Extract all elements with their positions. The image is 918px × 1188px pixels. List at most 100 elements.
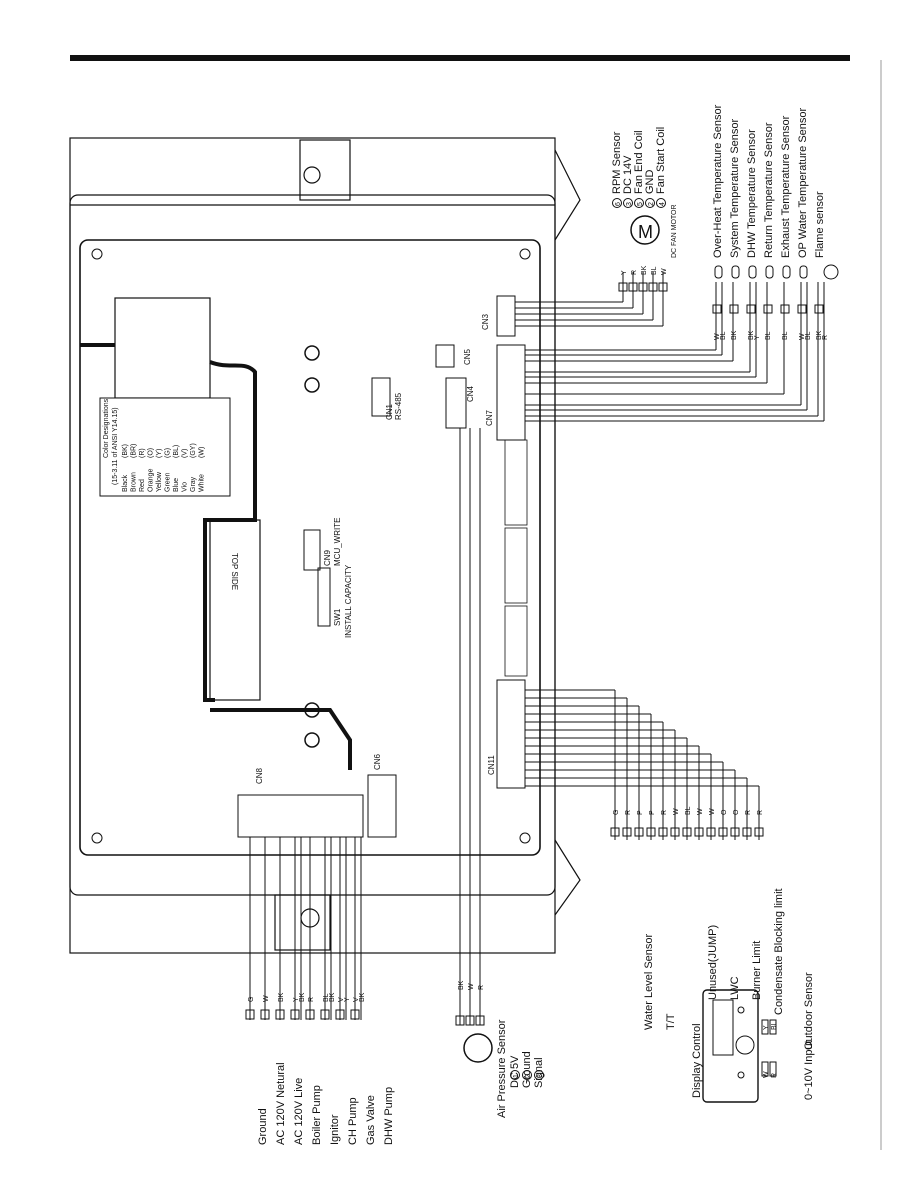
sensor-wire-color: BL [782, 331, 789, 340]
wire-terminal [814, 304, 824, 314]
sensor-label: Over-Heat Temperature Sensor [712, 104, 724, 258]
sensor-wire-color: BL [805, 331, 812, 340]
wire-terminal [658, 282, 668, 292]
load-label: Ignitor [329, 1114, 341, 1145]
device-label: LWC [729, 976, 741, 1000]
wire-terminal [648, 282, 658, 292]
wire-terminal [628, 282, 638, 292]
display-wire-color: W [763, 1071, 770, 1078]
wire-terminal [260, 1009, 270, 1020]
sensor-wire-color: BK [731, 330, 738, 340]
load-wire-color: BK [359, 992, 366, 1002]
sensor-wire-color: BL [765, 331, 772, 340]
load-label: Ground [257, 1108, 269, 1145]
wire-terminal [610, 827, 620, 837]
cn5-label: CN5 [463, 348, 472, 365]
wire-terminal [682, 827, 692, 837]
wire-terminal [245, 1009, 255, 1020]
thermistor-icon [799, 265, 808, 279]
wire-terminal [797, 304, 807, 314]
thermistor-icon [765, 265, 774, 279]
fan-motor-letter: M [638, 222, 653, 242]
board-hole [304, 702, 320, 718]
color-legend-name: Black [122, 474, 129, 492]
color-legend-title: Color Designations [103, 398, 110, 458]
wire-terminal [622, 827, 632, 837]
mount-hole [519, 248, 531, 260]
wire-terminal [618, 282, 628, 292]
color-legend-name: Green [165, 472, 172, 492]
color-legend-code: (Y) [156, 449, 163, 458]
device-wire-color: W [709, 808, 716, 815]
wire-terminal [290, 1009, 300, 1020]
cn8-label: CN9 [323, 549, 332, 566]
device-wire-color: P [637, 810, 644, 815]
wire-terminal [718, 827, 728, 837]
wire-terminal [455, 1015, 465, 1026]
cn9-connector [237, 794, 364, 838]
cn4-connector [496, 295, 516, 337]
display-button-icon [737, 1071, 745, 1079]
cn8-connector [303, 529, 321, 571]
color-legend-name: Blue [173, 478, 180, 492]
device-wire-color: O [733, 809, 740, 815]
display-screen-icon [712, 999, 734, 1056]
color-legend-code: (BL) [173, 445, 180, 458]
load-wire-color: BK [329, 992, 336, 1002]
analog-input-label: 0~10V Input [803, 1040, 815, 1100]
device-wire-color: G [613, 810, 620, 815]
cn4-label: CN3 [481, 313, 490, 330]
display-wire-color: Y [763, 1025, 770, 1030]
wire-terminal [780, 304, 790, 314]
color-legend-code: (W) [199, 447, 206, 458]
sensor-wire-color: R [822, 335, 829, 340]
wire-terminal [694, 827, 704, 837]
color-legend-code: (G) [165, 448, 172, 458]
mount-hole [91, 248, 103, 260]
load-wire-color: V [338, 997, 345, 1002]
housing-outline [69, 137, 581, 954]
color-legend-name: Gray [190, 476, 197, 492]
fan-wire-color: BL [651, 266, 658, 275]
sensor-label: System Temperature Sensor [729, 118, 741, 258]
fan-wire-color: Y [621, 270, 628, 275]
air-pin-label: Signal [533, 1057, 545, 1088]
fan-legend-label: Fan End Coil [633, 130, 645, 194]
top-side-label: TOP SIDE [230, 553, 239, 590]
wire-terminal [320, 1009, 330, 1020]
mcu-write-label: MCU_WRITE [333, 518, 342, 566]
fan-pin-number: 4 [659, 202, 666, 206]
display-wire-color: BL [771, 1021, 778, 1030]
load-wire-color: BK [278, 992, 285, 1002]
board-hole [304, 377, 320, 393]
thermistor-icon [714, 265, 723, 279]
display-control-panel [702, 989, 759, 1103]
fan-pin-number: 3 [626, 202, 633, 206]
wire-terminal [638, 282, 648, 292]
color-legend-code: (V) [182, 449, 189, 458]
device-label: Water Level Sensor [643, 933, 655, 1030]
cn5-connector [435, 344, 455, 368]
control-board [79, 239, 541, 856]
fan-motor-label: DC FAN MOTOR [671, 204, 678, 258]
cn6-label: CN6 [373, 753, 382, 770]
device-wire-color: R [745, 810, 752, 815]
cn9-label: CN8 [255, 767, 264, 784]
color-legend-code: (R) [139, 448, 146, 458]
device-wire-color: R [661, 810, 668, 815]
wire-terminal [646, 827, 656, 837]
cn7-connector [496, 344, 526, 441]
color-legend-name: White [199, 474, 206, 492]
wire-terminal [730, 827, 740, 837]
color-legend-code: (O) [148, 448, 155, 458]
sensor-label: Flame sensor [814, 191, 826, 258]
load-wire-color: Y [293, 997, 300, 1002]
sensor-wire-color: Y [754, 335, 761, 340]
load-label: AC 120V Live [293, 1078, 305, 1145]
cn1-label: CN1 [385, 403, 394, 420]
fan-wire-color: R [631, 270, 638, 275]
device-label: T/T [665, 1013, 677, 1030]
